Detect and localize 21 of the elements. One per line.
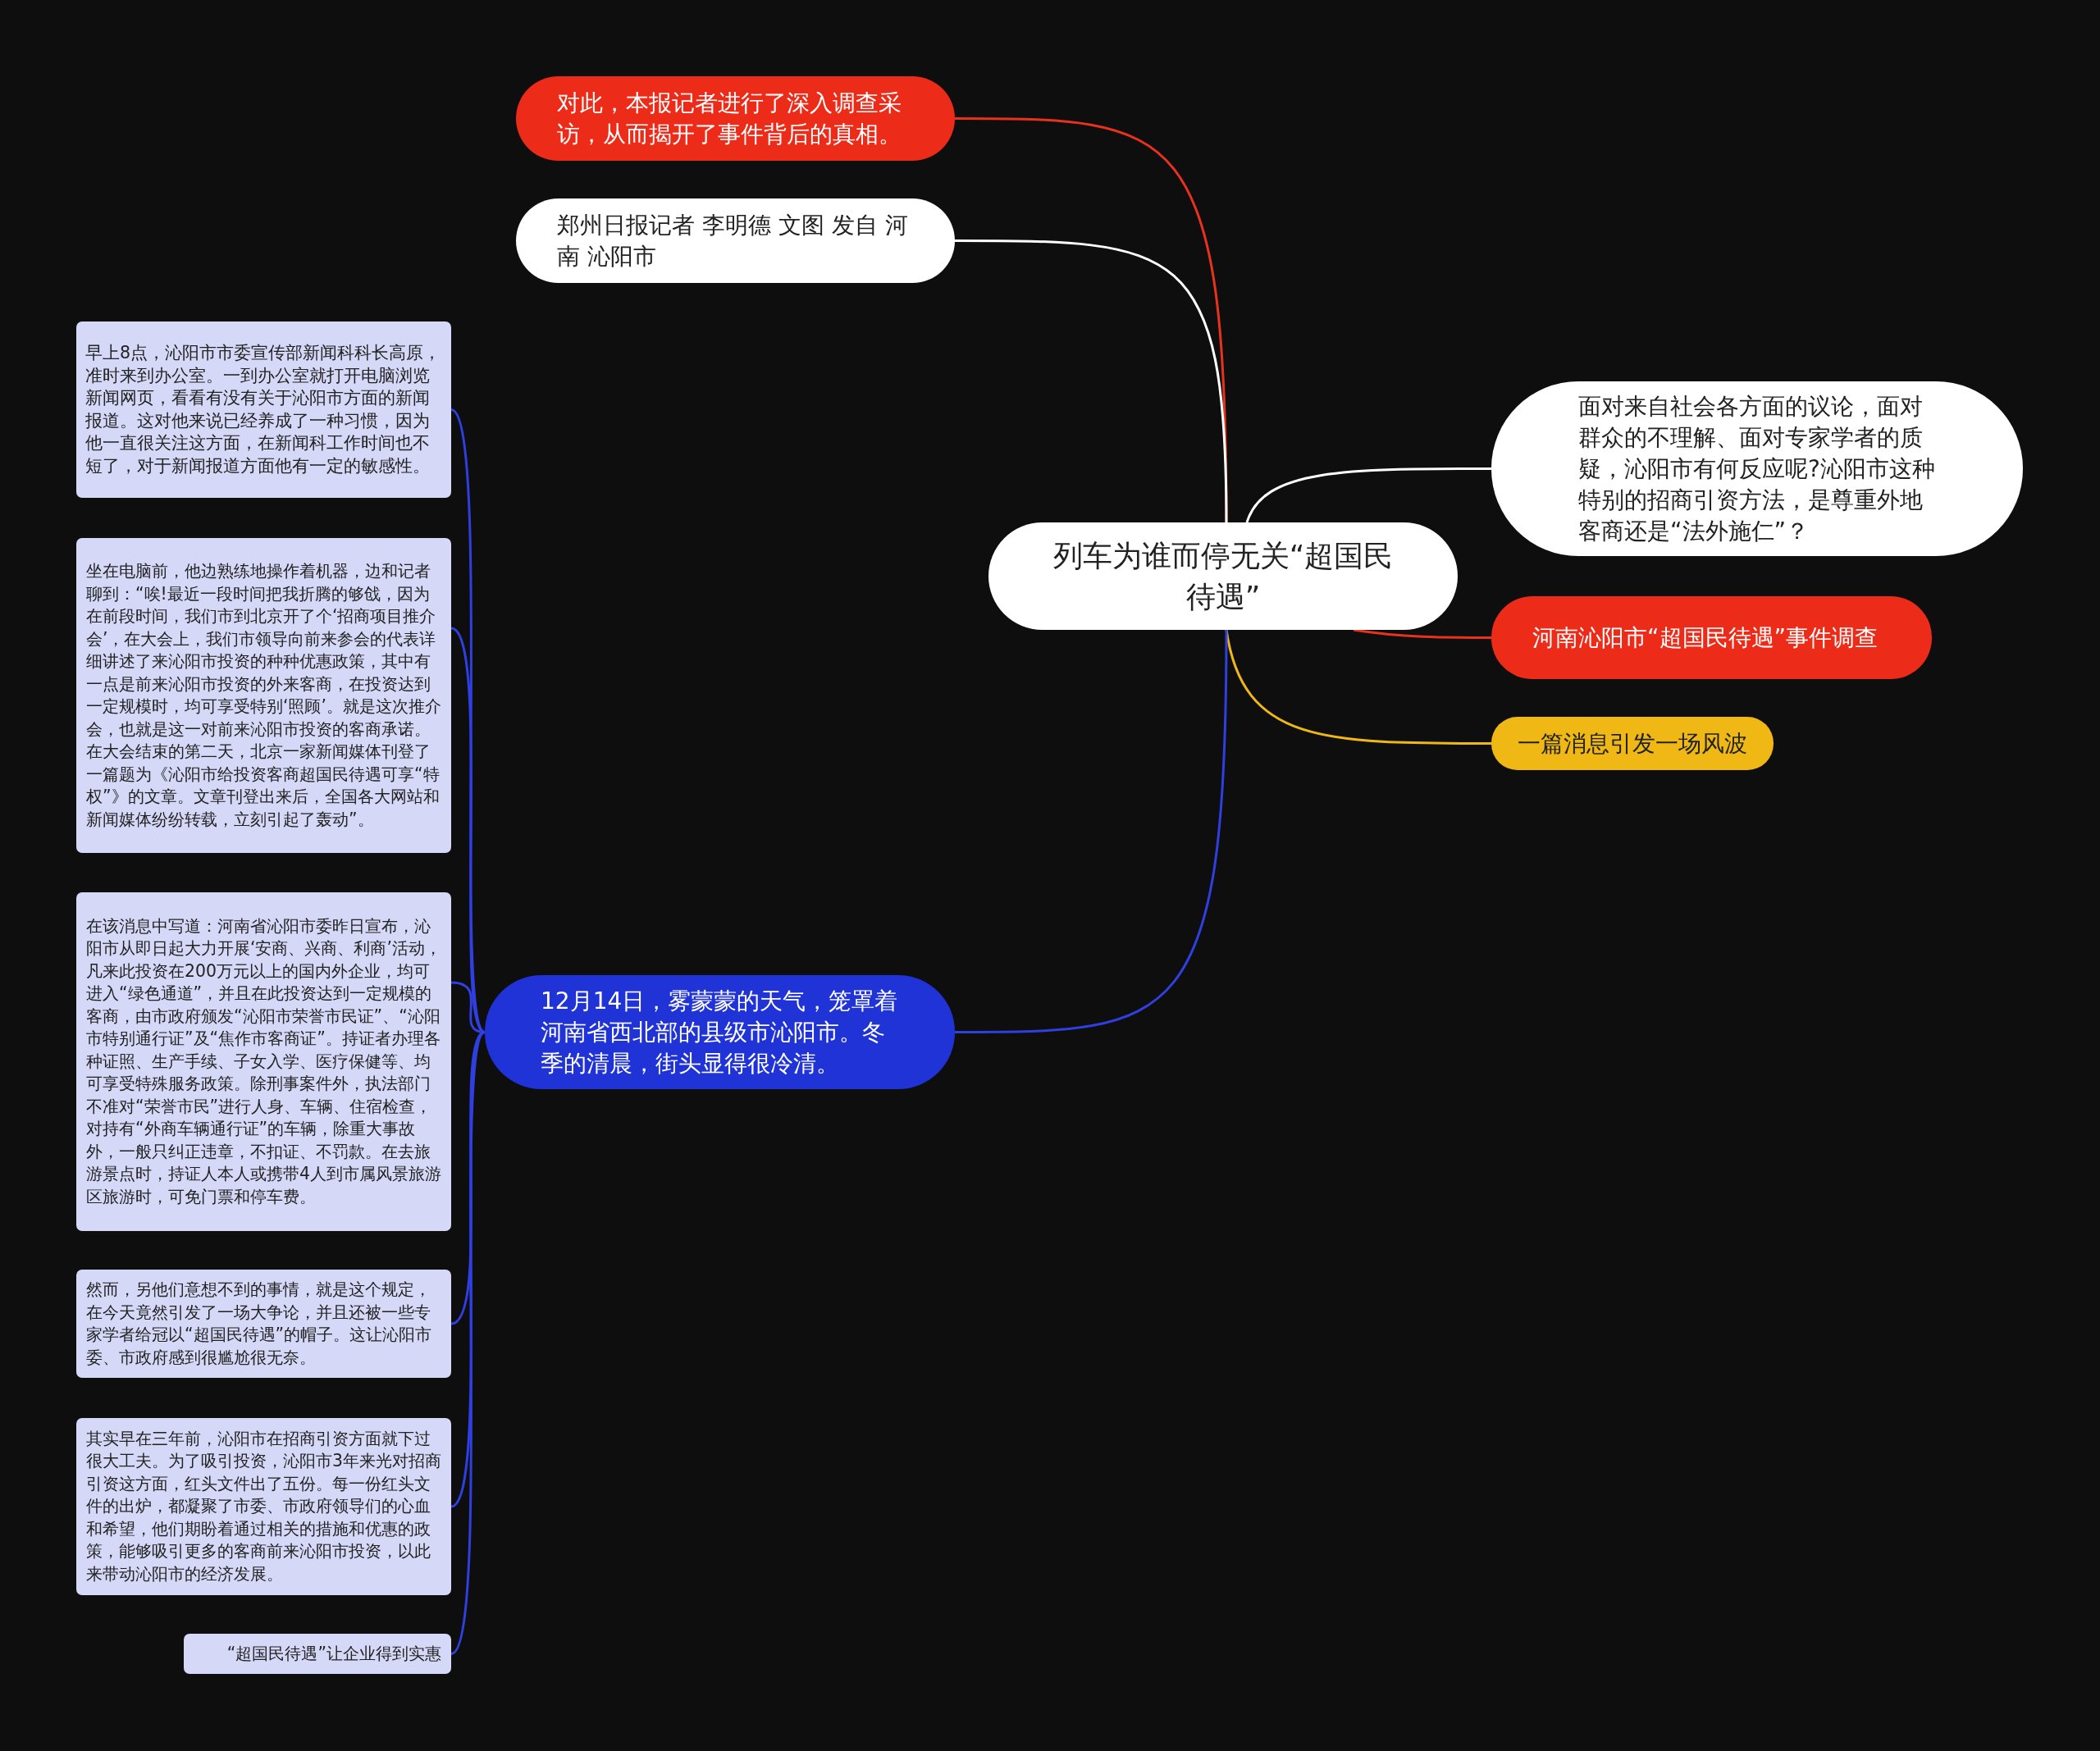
connector-line [955, 239, 1228, 523]
note-box: “超国民待遇”让企业得到实惠 [184, 1634, 451, 1674]
topic-box: 面对来自社会各方面的议论，面对群众的不理解、面对专家学者的质疑，沁阳市有何反应呢?沁阳市这种特别的招商引资方法，是尊重外地客商还是“法外施仁”？ [1491, 381, 2023, 556]
note-box: 早上8点，沁阳市市委宣传部新闻科科长高原，准时来到办公室。一到办公室就打开电脑浏览新闻网页，看看有没有关于沁阳市方面的新闻报道。这对他来说已经养成了一种习惯，因为他一直很关注这方面，在新闻科工作时间也不短了，对于新闻报道方面他有一定的敏感性。 [76, 321, 451, 498]
topic-box: 河南沁阳市“超国民待遇”事件调查 [1491, 596, 1932, 679]
note-box: 坐在电脑前，他边熟练地操作着机器，边和记者聊到：“唉!最近一段时间把我折腾的够戗，因为在前段时间，我们市到北京开了个‘招商项目推介会’，在大会上，我们市领导向前来参会的代表详细讲述了来沁阳市投资的种种优惠政策，其中有一点是前来沁阳市投资的外来客商，在投资达到一定规模时，均可享受特别‘照顾’。就是这次推介会，也就是这一对前来沁阳市投资的客商承诺。在大会结束的第二天，北京一家新闻媒体刊登了一篇题为《沁阳市给投资客商超国民待遇可享“特权”》的文章。文章刊登出来后，全国各大网站和新闻媒体纷纷转载，立刻引起了轰动”。 [76, 538, 451, 853]
note-box: 然而，另他们意想不到的事情，就是这个规定，在今天竟然引发了一场大争论，并且还被一些专家学者给冠以“超国民待遇”的帽子。这让沁阳市委、市政府感到很尴尬很无奈。 [76, 1270, 451, 1378]
connector-line [1353, 628, 1491, 639]
topic-box: 一篇消息引发一场风波 [1491, 717, 1774, 770]
connector-line [450, 1031, 486, 1655]
connector-line [955, 630, 1228, 1033]
note-box: 其实早在三年前，沁阳市在招商引资方面就下过很大工夫。为了吸引投资，沁阳市3年来光对招商引资这方面，红头文件出了五份。每一份红头文件的出炉，都凝聚了市委、市政府领导们的心血和希望，他们期盼着通过相关的措施和优惠的政策，能够吸引更多的客商前来沁阳市投资，以此来带动沁阳市的经济发展。 [76, 1418, 451, 1595]
connector-line [450, 408, 486, 1033]
connector-line [1225, 629, 1491, 745]
topic-box: 郑州日报记者 李明德 文图 发自 河南 沁阳市 [516, 198, 955, 283]
connector-line [1245, 467, 1491, 523]
topic-box: 对此，本报记者进行了深入调查采访，从而揭开了事件背后的真相。 [516, 76, 955, 161]
central-topic: 列车为谁而停无关“超国民待遇” [988, 522, 1458, 630]
note-box: 在该消息中写道：河南省沁阳市委昨日宣布，沁阳市从即日起大力开展‘安商、兴商、利商’活动，凡来此投资在200万元以上的国内外企业，均可进入“绿色通道”，并且在此投资达到一定规模的客商，由市政府颁发“沁阳市荣誉市民证”、“沁阳市特别通行证”及“焦作市客商证”。持证者办理各种证照、生产手续、子女入学、医疗保健等、均可享受特殊服务政策。除刑事案件外，执法部门不准对“荣誉市民”进行人身、车辆、住宿检查，对持有“外商车辆通行证”的车辆，除重大事故外，一般只纠正违章，不扣证、不罚款。在去旅游景点时，持证人本人或携带4人到市属风景旅游区旅游时，可免门票和停车费。 [76, 892, 451, 1231]
topic-box: 12月14日，雾蒙蒙的天气，笼罩着河南省西北部的县级市沁阳市。冬季的清晨，街头显得很冷清。 [485, 975, 955, 1089]
connector-line [450, 1031, 486, 1325]
